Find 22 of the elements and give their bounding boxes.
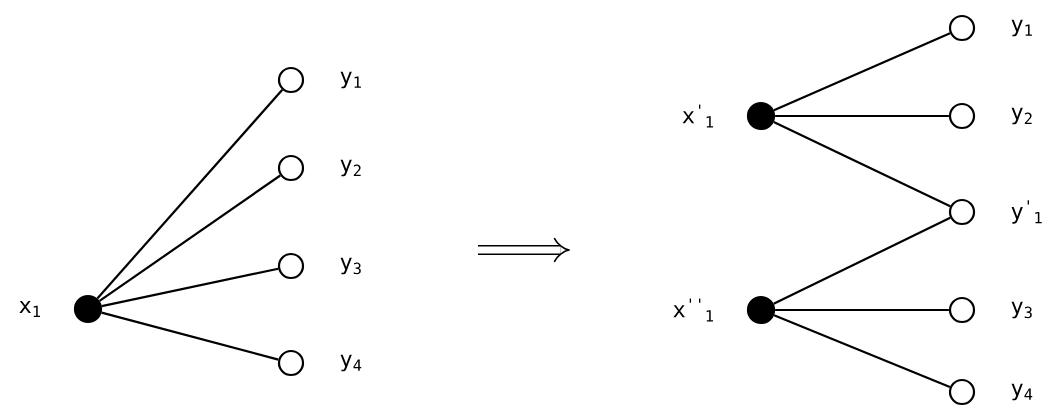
line: [773, 216, 951, 305]
line: [96, 89, 284, 300]
line: [775, 308, 949, 312]
node-label: x$^{'}$1: [682, 104, 714, 128]
line: [101, 311, 279, 361]
node-label: y$_{3}$: [1011, 301, 1032, 319]
node-label: y$_{3}$: [340, 257, 361, 275]
node-label: x$^{''}$1: [673, 298, 714, 322]
node-label: y$_{1}$: [1011, 19, 1032, 37]
node-label: y$_{2}$: [340, 159, 361, 177]
line: [98, 174, 281, 302]
line: [773, 121, 951, 208]
node-label: y$^{'}$1: [1011, 200, 1042, 224]
line: [773, 32, 951, 112]
node-label: y$_{2}$: [1011, 107, 1032, 125]
line: [773, 314, 951, 389]
line: [775, 114, 949, 118]
node-label: x$_{1}$: [19, 300, 41, 318]
node-label: y$_{1}$: [340, 71, 361, 89]
line: [101, 267, 279, 308]
node-label: y$_{4}$: [1011, 383, 1033, 401]
node-label: y$_{4}$: [340, 354, 362, 372]
